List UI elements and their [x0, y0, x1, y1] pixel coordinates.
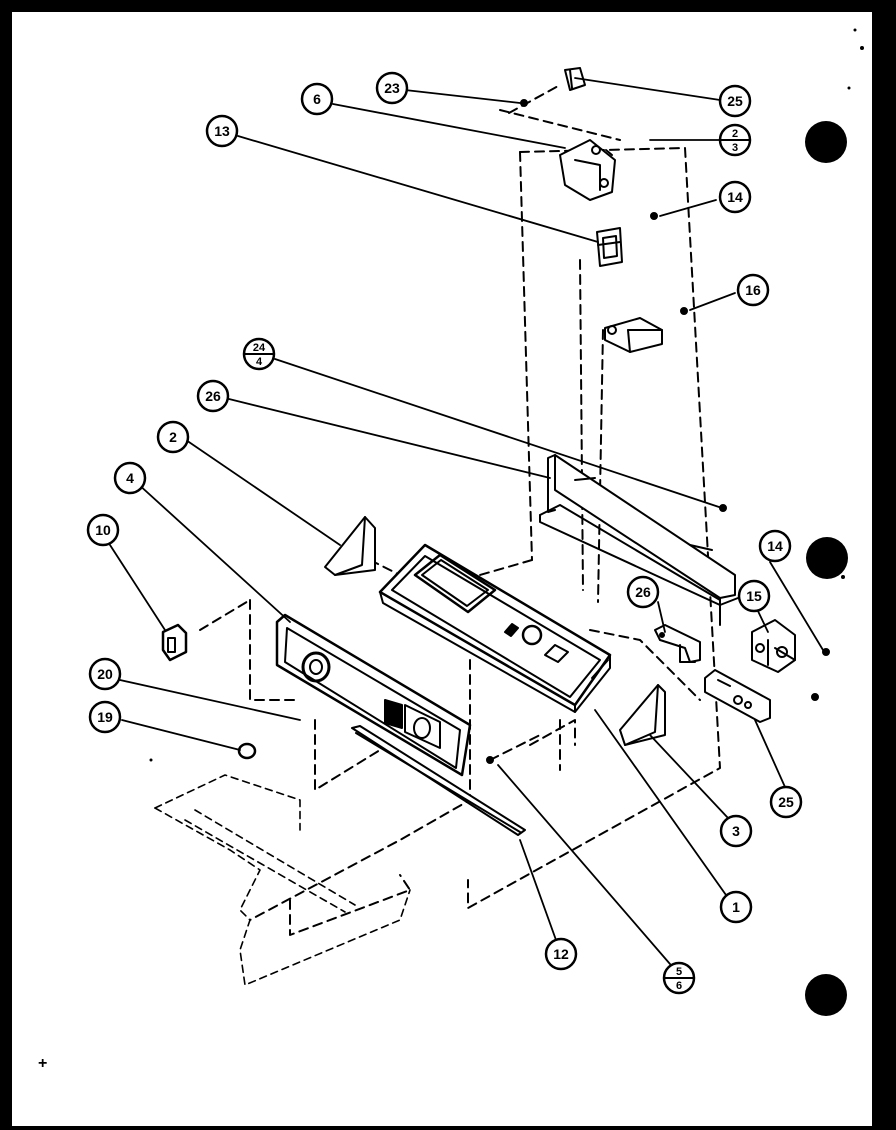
- part-2-left-endcap: [324, 516, 376, 576]
- svg-text:4: 4: [256, 356, 263, 368]
- svg-text:2: 2: [732, 128, 738, 140]
- part-12-trim-strip: [351, 725, 526, 836]
- svg-text:20: 20: [97, 666, 113, 682]
- leader-lines: [109, 77, 824, 965]
- part-16-switch: [604, 317, 663, 353]
- svg-text:4: 4: [126, 470, 134, 486]
- callout-16: 16: [736, 273, 770, 307]
- svg-text:3: 3: [732, 142, 738, 154]
- part-20-clip: [564, 67, 586, 91]
- callout-25: 25: [769, 785, 803, 819]
- svg-text:10: 10: [95, 522, 111, 538]
- part-17-screw: [520, 99, 528, 107]
- callout-fraction-2-3: 2 3: [718, 123, 752, 157]
- svg-text:25: 25: [778, 794, 794, 810]
- svg-text:13: 13: [214, 123, 230, 139]
- svg-text:5: 5: [676, 966, 682, 978]
- svg-text:19: 19: [97, 709, 113, 725]
- part-23-brace: [539, 454, 739, 626]
- callout-23: 26: [196, 379, 230, 413]
- callout-20: 25: [718, 84, 752, 118]
- part-14-screw-upper: [650, 212, 658, 220]
- part-2-3-timer-assembly: [559, 139, 616, 201]
- part-15-switch: [751, 619, 796, 673]
- callout-13: 13: [205, 114, 239, 148]
- callout-26: 26: [626, 575, 660, 609]
- callouts: 23 25 6 13 14 16 26 2 4 10 14 26 15 20 1…: [86, 71, 803, 995]
- part-25-plate: [704, 669, 771, 723]
- callout-19: 20: [88, 657, 122, 691]
- callout-14-upper: 14: [718, 180, 752, 214]
- part-16-screw: [680, 307, 688, 315]
- svg-text:14: 14: [727, 189, 743, 205]
- binder-hole-top: [805, 121, 847, 163]
- part-4-panel-face: [275, 613, 472, 777]
- callout-4: 4: [113, 461, 147, 495]
- callout-15: 15: [737, 579, 771, 613]
- part-1-console: [378, 543, 612, 713]
- print-specks: [149, 28, 889, 762]
- binder-hole-middle: [806, 537, 848, 579]
- part-10-button: [161, 623, 188, 662]
- part-13-bracket: [596, 227, 623, 267]
- callout-3: 3: [719, 814, 753, 848]
- callout-18: 19: [88, 700, 122, 734]
- binder-hole-bottom: [805, 974, 847, 1016]
- cabinet-top-outline: [154, 774, 411, 986]
- part-14-screw-lower: [822, 648, 830, 656]
- callout-17: 23: [375, 71, 409, 105]
- svg-text:6: 6: [676, 980, 682, 992]
- part-18-knob: [237, 742, 257, 760]
- callout-14-lower: 14: [758, 529, 792, 563]
- part-26-bracket: [654, 624, 701, 663]
- svg-text:16: 16: [745, 282, 761, 298]
- callout-fraction-5-6: 5 6: [662, 961, 696, 995]
- callout-2: 2: [156, 420, 190, 454]
- callout-1: 1: [719, 890, 753, 924]
- svg-text:1: 1: [732, 899, 740, 915]
- svg-text:6: 6: [313, 91, 321, 107]
- svg-text:3: 3: [732, 823, 740, 839]
- svg-text:25: 25: [727, 93, 743, 109]
- svg-text:14: 14: [767, 538, 783, 554]
- part-3-right-endcap: [619, 684, 666, 746]
- svg-text:15: 15: [746, 588, 762, 604]
- corner-mark: +: [38, 1055, 47, 1072]
- callout-12: 12: [544, 937, 578, 971]
- svg-text:24: 24: [253, 342, 266, 354]
- callout-fraction-24-4: 24 4: [242, 337, 276, 371]
- svg-text:2: 2: [169, 429, 177, 445]
- part-5-6-screw: [486, 756, 494, 764]
- svg-text:23: 23: [384, 80, 400, 96]
- callout-6: 6: [300, 82, 334, 116]
- svg-text:26: 26: [205, 388, 221, 404]
- svg-text:12: 12: [553, 946, 569, 962]
- svg-text:26: 26: [635, 584, 651, 600]
- callout-10: 10: [86, 513, 120, 547]
- part-25-screw: [811, 693, 819, 701]
